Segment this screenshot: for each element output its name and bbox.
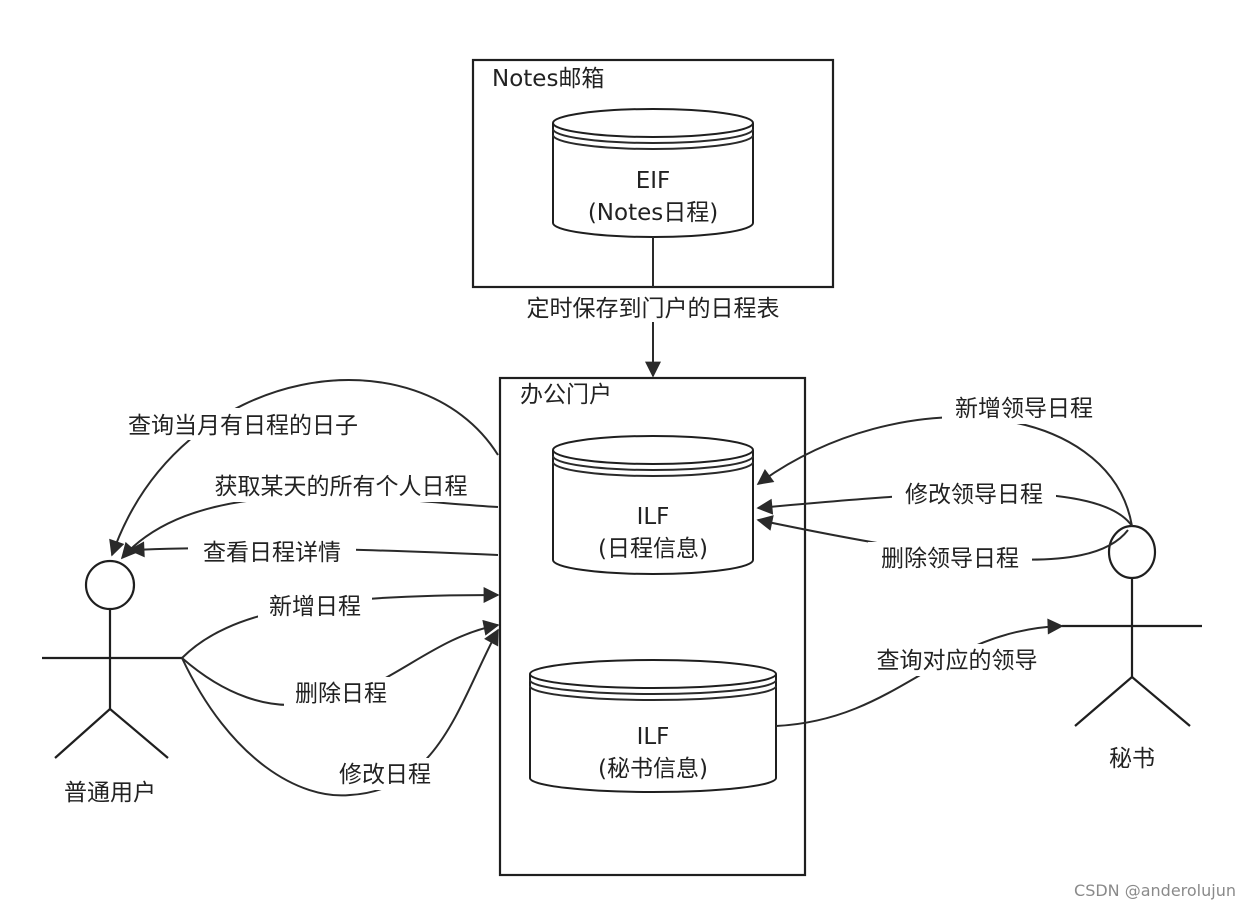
- eif-database: EIF (Notes日程): [552, 108, 754, 238]
- ilf-secretary-sublabel: (秘书信息): [598, 756, 708, 782]
- edge-query-month-days-label: 查询当月有日程的日子: [128, 413, 358, 439]
- edge-get-day-all: 获取某天的所有个人日程: [120, 470, 499, 560]
- actor-secretary-head: [1107, 524, 1157, 580]
- ilf-schedule-label: ILF: [637, 504, 670, 530]
- edge-view-detail-label: 查看日程详情: [203, 540, 341, 566]
- edge-delete-leader-label: 删除领导日程: [881, 546, 1019, 572]
- actor-user-label: 普通用户: [64, 780, 156, 806]
- edge-add-leader: 新增领导日程: [756, 392, 1133, 527]
- edge-modify-leader: 修改领导日程: [756, 478, 1133, 527]
- edge-modify-schedule: 修改日程: [181, 628, 499, 797]
- eif-sublabel: (Notes日程): [588, 200, 718, 226]
- ilf-schedule-sublabel: (日程信息): [598, 536, 708, 562]
- edge-delete-schedule: 删除日程: [181, 619, 500, 709]
- eif-label: EIF: [636, 168, 671, 194]
- watermark: CSDN @anderolujun: [1074, 881, 1236, 900]
- actor-user-head: [84, 559, 136, 611]
- actor-secretary: 秘书: [1062, 524, 1202, 772]
- notes-mailbox-title: Notes邮箱: [492, 66, 604, 92]
- edge-view-detail: 查看日程详情: [128, 536, 499, 568]
- actor-secretary-label: 秘书: [1109, 746, 1155, 772]
- edge-query-month-days: 查询当月有日程的日子: [109, 379, 499, 557]
- edge-add-leader-label: 新增领导日程: [955, 396, 1093, 422]
- edge-query-leader: 查询对应的领导: [775, 618, 1064, 727]
- actor-user: 普通用户: [42, 559, 182, 806]
- edge-save-to-portal: 定时保存到门户的日程表: [527, 237, 780, 378]
- office-portal-title: 办公门户: [520, 382, 612, 408]
- edge-delete-schedule-label: 删除日程: [295, 681, 387, 707]
- edge-add-schedule: 新增日程: [181, 587, 500, 659]
- office-portal-container: 办公门户: [498, 376, 807, 877]
- edge-add-schedule-label: 新增日程: [269, 594, 361, 620]
- ilf-secretary-label: ILF: [637, 724, 670, 750]
- edge-query-leader-label: 查询对应的领导: [877, 648, 1038, 674]
- edge-modify-schedule-label: 修改日程: [339, 762, 431, 788]
- edge-delete-leader: 删除领导日程: [756, 515, 1129, 574]
- ilf-schedule-database: ILF (日程信息): [552, 435, 754, 575]
- edge-modify-leader-label: 修改领导日程: [905, 482, 1043, 508]
- ilf-secretary-database: ILF (秘书信息): [529, 659, 777, 793]
- edge-get-day-all-label: 获取某天的所有个人日程: [215, 474, 468, 500]
- edge-save-to-portal-label: 定时保存到门户的日程表: [527, 296, 780, 322]
